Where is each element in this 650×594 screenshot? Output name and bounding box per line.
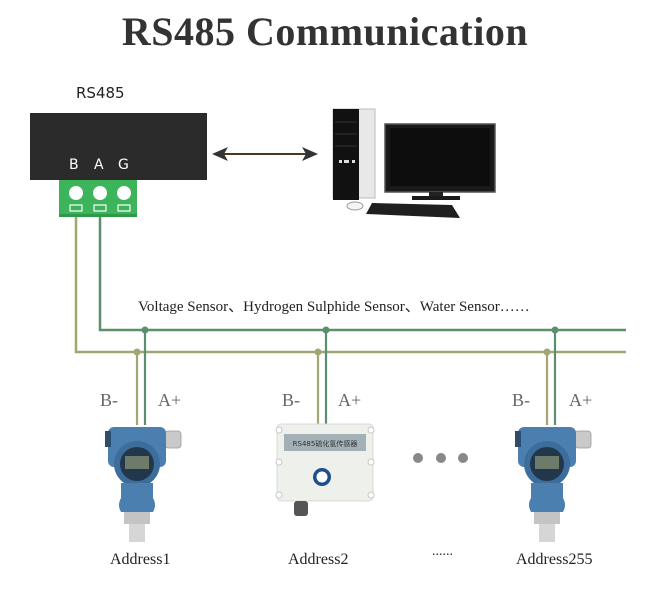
- sensor-panel-text: RS485硫化氢传感器: [293, 439, 358, 448]
- pin-label-b: B: [69, 157, 79, 173]
- rs485-converter: [30, 113, 207, 180]
- converter-label: RS485: [76, 84, 125, 102]
- b-bus-line: [74, 217, 626, 354]
- a-plus-label: A+: [569, 390, 593, 410]
- terminal-screw-b: [69, 186, 83, 200]
- bus-wiring: [74, 217, 626, 425]
- terminal-block: [59, 180, 137, 217]
- b-minus-label: B-: [282, 390, 300, 410]
- diagram-title: RS485 Communication: [121, 9, 529, 54]
- pressure-transmitter-icon: [105, 427, 182, 542]
- bidirectional-arrow-icon: [212, 147, 318, 161]
- b-minus-label: B-: [512, 390, 530, 410]
- a-bus-line: [98, 217, 626, 332]
- computer-icon: [332, 108, 496, 218]
- gas-sensor-icon: RS485硫化氢传感器: [275, 423, 375, 516]
- terminal-screw-g: [117, 186, 131, 200]
- more-devices-label: ......: [432, 544, 453, 559]
- more-devices-dots-icon: [413, 453, 468, 463]
- sensor-types-text: Voltage Sensor、Hydrogen Sulphide Sensor、…: [138, 299, 530, 315]
- b-minus-label: B-: [100, 390, 118, 410]
- a-plus-label: A+: [338, 390, 362, 410]
- pin-label-a: A: [94, 157, 104, 173]
- pin-label-g: G: [118, 157, 129, 173]
- terminal-screw-a: [93, 186, 107, 200]
- device-address-label: Address2: [288, 551, 349, 568]
- device-address-label: Address255: [516, 551, 593, 568]
- pressure-transmitter-icon: [515, 427, 592, 542]
- device-address-label: Address1: [110, 551, 171, 568]
- a-plus-label: A+: [158, 390, 182, 410]
